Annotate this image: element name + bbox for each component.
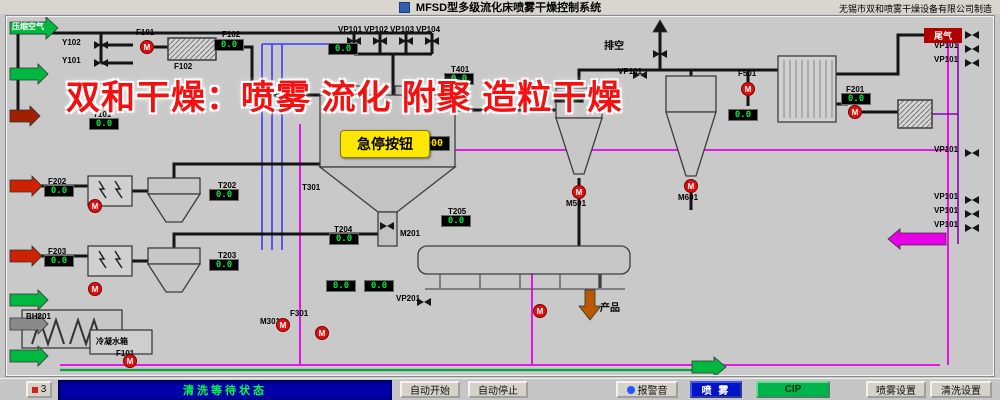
page-title: MFSD型多级流化床喷雾干燥控制系统: [415, 2, 602, 14]
cip-mode-button[interactable]: CIP: [756, 381, 830, 398]
tag-t203: T203: [218, 251, 237, 260]
tag-vp101: VP101: [934, 220, 959, 229]
auto-start-button[interactable]: 自动开始: [400, 381, 460, 398]
tag-vp101: VP101: [934, 145, 959, 154]
tag-vp104: VP104: [416, 25, 441, 34]
stream-label-product: 产品: [600, 303, 620, 314]
condensate-tank-label: 冷凝水箱: [96, 337, 128, 346]
value-display: 0.0: [44, 255, 74, 267]
clean-settings-button[interactable]: 清洗设置: [930, 381, 992, 398]
value-display: 0.0: [89, 118, 119, 130]
pump-icon[interactable]: M: [123, 354, 137, 368]
tag-bh201: BH201: [26, 312, 51, 321]
value-display: 0.0: [329, 233, 359, 245]
tag-vp201: VP201: [396, 294, 421, 303]
emergency-stop-button[interactable]: 急停按钮: [340, 130, 430, 158]
piping-layer: [9, 16, 979, 378]
stream-label-vent: 排空: [604, 41, 624, 52]
value-display: 0.0: [441, 215, 471, 227]
alarm-sound-button[interactable]: 报警音: [616, 381, 678, 398]
tag-f102: F102: [174, 62, 193, 71]
tag-vp103: VP103: [390, 25, 415, 34]
pump-icon[interactable]: M: [741, 82, 755, 96]
tag-t204: T204: [334, 225, 353, 234]
manufacturer-label: 无锡市双和喷雾干燥设备有限公司制造: [838, 4, 992, 14]
tag-f202: F202: [48, 177, 67, 186]
tag-m501: M501: [566, 199, 587, 208]
value-display: 0.0: [209, 259, 239, 271]
tail-gas-badge: 尾气: [924, 28, 962, 43]
tag-vp101: VP101: [934, 41, 959, 50]
tag-m601: M601: [678, 193, 699, 202]
pump-icon[interactable]: M: [315, 326, 329, 340]
pump-icon[interactable]: M: [848, 105, 862, 119]
pump-icon[interactable]: M: [276, 318, 290, 332]
tag-f203: F203: [48, 247, 67, 256]
pump-icon[interactable]: M: [572, 185, 586, 199]
value-display: 0.0: [364, 280, 394, 292]
tag-m301: M301: [260, 317, 281, 326]
tag-vp102: VP102: [364, 25, 389, 34]
tag-f301: F301: [290, 309, 309, 318]
control-bar: 3 清洗等待状态 自动开始 自动停止 报警音 喷 雾 CIP 喷雾设置 清洗设置: [0, 378, 1000, 400]
pump-icon[interactable]: M: [684, 179, 698, 193]
auto-stop-button[interactable]: 自动停止: [468, 381, 528, 398]
tag-vp101: VP101: [934, 55, 959, 64]
value-display: 0.0: [326, 280, 356, 292]
tag-vp101: VP101: [934, 192, 959, 201]
tag-f501: F501: [738, 69, 757, 78]
tag-y102: Y102: [62, 38, 81, 47]
tag-y101: Y101: [62, 56, 81, 65]
value-display: 0.0: [841, 93, 871, 105]
pump-icon[interactable]: M: [88, 282, 102, 296]
tag-t101: T101: [93, 110, 112, 119]
stream-label-compressed-air: 压缩空气: [12, 22, 44, 31]
pump-icon[interactable]: M: [88, 199, 102, 213]
process-diagram: VP101 VP102 VP103 VP104 VP101 VP101 VP10…: [0, 14, 1000, 378]
tag-t205: T205: [448, 207, 467, 216]
tag-vp101: VP101: [934, 206, 959, 215]
tag-t301: T301: [302, 183, 321, 192]
speaker-icon: [626, 385, 635, 394]
title-bar: MFSD型多级流化床喷雾干燥控制系统 无锡市双和喷雾干燥设备有限公司制造: [0, 0, 1000, 15]
tag-f101: F101: [136, 28, 155, 37]
alarm-counter-button[interactable]: 3: [26, 381, 52, 398]
spray-mode-button[interactable]: 喷 雾: [690, 381, 742, 398]
value-display: 0.0: [328, 43, 358, 55]
app-icon: [398, 1, 410, 13]
pump-icon[interactable]: M: [533, 304, 547, 318]
tag-f201: F201: [846, 85, 865, 94]
alarm-dot-icon: [31, 386, 38, 393]
tag-t202: T202: [218, 181, 237, 190]
value-display: 0.0: [554, 91, 584, 103]
pump-icon[interactable]: M: [140, 40, 154, 54]
value-display: 0.0: [214, 39, 244, 51]
value-display: 0.0: [728, 109, 758, 121]
value-display: 0.0: [44, 185, 74, 197]
tag-f101: F101: [116, 349, 135, 358]
watermark-text: 双和干燥：喷雾 流化 附聚 造粒干燥: [66, 79, 623, 117]
tag-vp101: VP101: [338, 25, 363, 34]
tag-t401: T401: [451, 65, 470, 74]
tag-vp101: VP101: [618, 67, 643, 76]
tag-f102: F102: [222, 30, 241, 39]
value-display: 0.0: [209, 189, 239, 201]
value-display: 0.0: [444, 73, 474, 85]
tag-m201: M201: [400, 229, 421, 238]
spray-settings-button[interactable]: 喷雾设置: [866, 381, 926, 398]
status-display: 清洗等待状态: [58, 380, 392, 400]
